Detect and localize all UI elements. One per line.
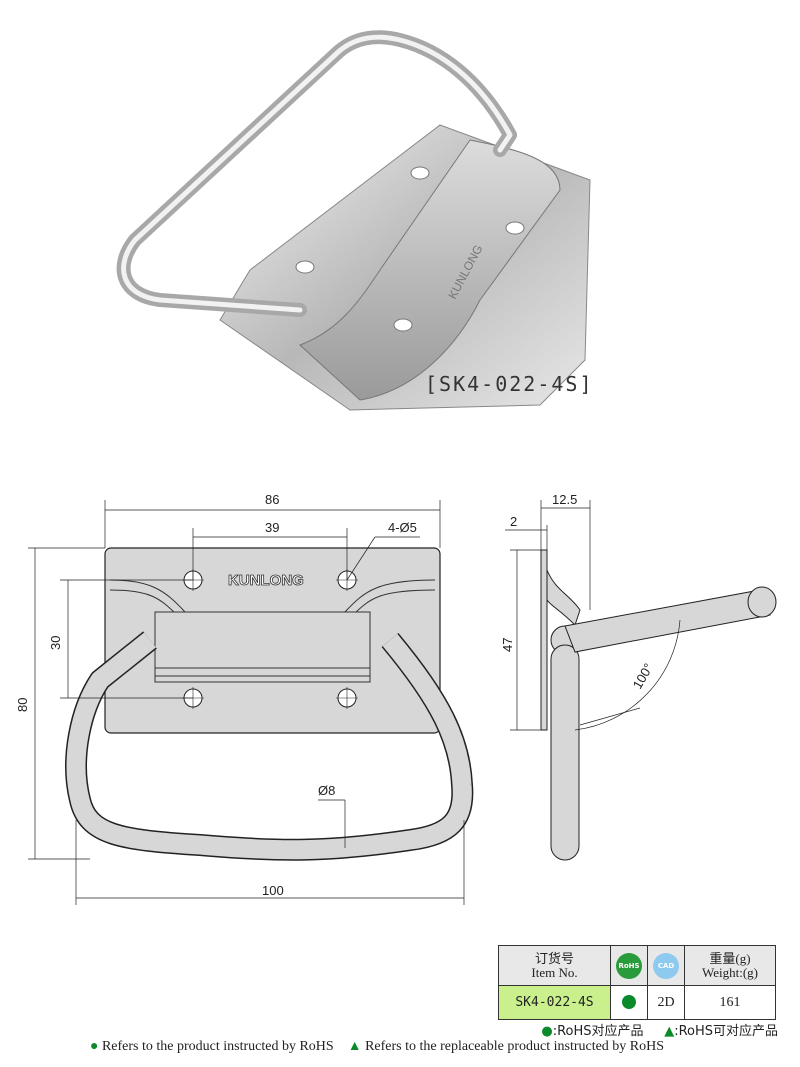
cad-cell: 2D: [647, 985, 685, 1020]
model-code: [SK4-022-4S]: [425, 372, 594, 396]
dim-swing-angle: 100°: [630, 661, 656, 692]
header-cad: CAD: [647, 945, 685, 986]
mount-hole: [505, 221, 525, 235]
side-handle-down: [550, 644, 580, 861]
header-item-cn: 订货号: [534, 950, 574, 966]
rohs-dot-icon: [622, 995, 636, 1010]
dim-hole-spacing-h: 39: [265, 520, 279, 535]
cad-icon: CAD: [653, 952, 679, 979]
green-dot-icon: ●: [90, 1039, 99, 1054]
header-weight: 重量(g) Weight:(g): [684, 945, 776, 986]
green-triangle-icon: ▲: [664, 1024, 675, 1039]
header-item-no: 订货号 Item No.: [498, 945, 611, 986]
header-weight-cn: 重量(g): [709, 950, 751, 966]
green-triangle-icon: ▲: [347, 1039, 362, 1054]
mount-hole: [295, 260, 315, 274]
legend-cn-replace: :RoHS可对应产品: [674, 1024, 778, 1039]
dim-wire-diameter: Ø8: [318, 783, 335, 798]
header-rohs: RoHS: [610, 945, 648, 986]
dim-offset-top: 12.5: [552, 492, 577, 507]
item-no-cell: SK4-022-4S: [498, 985, 611, 1020]
weight-cell: 161: [684, 985, 776, 1020]
dim-handle-width: 100: [262, 883, 284, 898]
spec-table: 订货号 Item No. RoHS CAD 重量(g) Weight:(g) S…: [498, 945, 776, 1020]
technical-drawing: KUNLONG 86 39 4-Ø5 30 80 100 Ø8: [15, 492, 777, 905]
legend-en-replace: Refers to the replaceable product instru…: [365, 1039, 665, 1054]
side-plate: [540, 549, 548, 731]
side-handle-open: [564, 586, 777, 653]
header-item-en: Item No.: [531, 964, 578, 980]
legend-en: ● Refers to the product instructed by Ro…: [90, 1039, 664, 1055]
dim-overall-height: 80: [15, 698, 30, 712]
dim-overall-width: 86: [265, 492, 279, 507]
mount-hole: [410, 166, 430, 180]
mount-hole: [393, 318, 413, 332]
drawing-brand: KUNLONG: [228, 572, 304, 589]
product-photo: KUNLONG: [116, 30, 591, 411]
legend-cn-rohs: :RoHS对应产品: [552, 1024, 644, 1039]
legend-en-rohs: Refers to the product instructed by RoHS: [101, 1039, 334, 1054]
rohs-cell: [610, 985, 648, 1020]
header-weight-en: Weight:(g): [702, 964, 758, 980]
mount-hole: [336, 687, 358, 709]
dim-plate-height: 47: [500, 638, 515, 652]
dim-plate-thickness: 2: [510, 514, 517, 529]
dim-hole-callout: 4-Ø5: [388, 520, 417, 535]
rohs-icon: RoHS: [616, 952, 642, 979]
table-row: SK4-022-4S 2D 161: [498, 985, 776, 1020]
green-dot-icon: ●: [541, 1024, 553, 1039]
legend-cn: ●:RoHS对应产品 ▲:RoHS可对应产品: [541, 1020, 778, 1039]
dim-hole-spacing-v: 30: [48, 636, 63, 650]
